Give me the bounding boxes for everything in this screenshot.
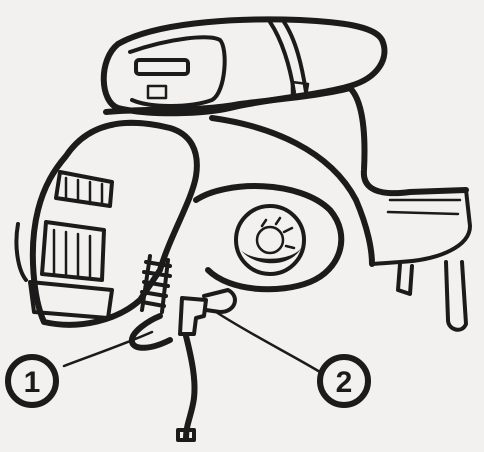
suspension-spring: [140, 254, 172, 314]
tail-unit: [14, 119, 200, 328]
brake-linkage: [128, 288, 237, 442]
callout-2-label: 2: [336, 366, 353, 399]
callout-2-leader: [214, 310, 322, 374]
center-stand: [396, 260, 468, 332]
tail-light: [54, 170, 114, 208]
callout-2: 2: [317, 354, 371, 408]
callout-1-label: 1: [24, 366, 41, 399]
rear-wheel: [193, 183, 345, 293]
wheel-hub: [255, 225, 285, 255]
rear-bumper: [28, 280, 114, 320]
callout-1-circle: [5, 354, 59, 408]
callout-2-circle: [317, 354, 371, 408]
number-plate: [40, 220, 106, 282]
seat-badge: [134, 58, 190, 76]
callout-1-leader: [62, 330, 154, 368]
callout-1: 1: [5, 354, 59, 408]
seat-lock: [146, 84, 168, 100]
rear-body: [103, 85, 472, 267]
